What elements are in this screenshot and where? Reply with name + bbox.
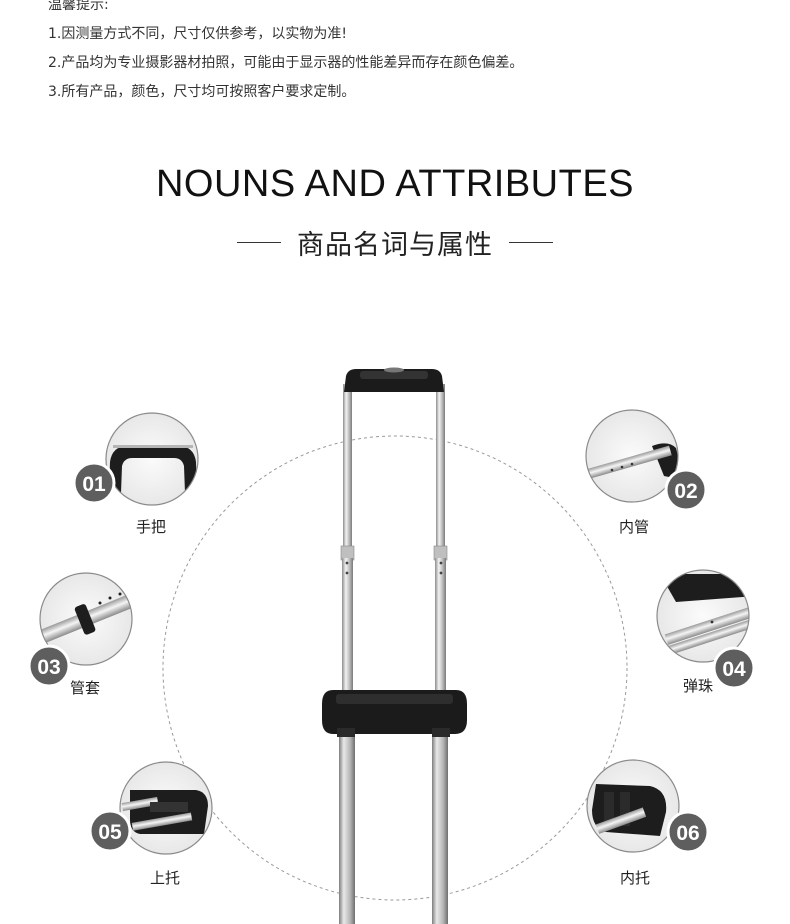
badge-04: 04 [712,646,756,690]
badge-number: 06 [676,822,699,845]
badge-03: 03 [27,644,71,688]
zoom-circle-02 [585,409,679,503]
inner-tube-right [436,384,445,554]
notice-block: 温馨提示: 1.因测量方式不同，尺寸仅供参考，以实物为准! 2.产品均为专业摄影… [48,0,523,107]
title-english: NOUNS AND ATTRIBUTES [155,163,635,205]
middle-tube-right [435,558,446,698]
badge-number: 05 [98,821,122,844]
trolley-handle-assembly [322,367,467,924]
callout-label-02: 内管 [619,518,650,536]
notice-item-3: 3.所有产品，颜色，尺寸均可按照客户要求定制。 [48,84,356,100]
title-chinese: 商品名词与属性 [297,229,493,261]
dashed-guide-circle [162,435,628,901]
badge-05: 05 [88,809,132,853]
callout-label-04: 弹珠 [683,677,714,695]
badge-02: 02 [664,468,708,512]
outer-tube-right [432,734,448,924]
notice-heading: 温馨提示: [48,0,109,13]
badge-number: 02 [674,480,697,503]
callout-label-03: 管套 [70,679,101,697]
badge-number: 03 [37,656,60,679]
top-handle-button [384,367,404,373]
middle-tube-left [342,558,353,698]
title-right-rule [509,241,553,243]
zoom-circle-05 [119,761,213,855]
badge-number: 04 [722,658,746,681]
badge-number: 01 [82,473,106,496]
zoom-circle-01 [105,412,199,506]
callout-label-06: 内托 [620,869,651,887]
top-handle-inset [360,371,428,379]
zoom-circle-04 [656,569,750,663]
zoom-circle-03 [39,572,133,666]
badge-06: 06 [666,810,710,854]
tube-collar-right [433,545,448,561]
title-left-rule [237,241,281,243]
tube-collar-left [340,545,355,561]
notice-item-1: 1.因测量方式不同，尺寸仅供参考，以实物为准! [48,26,347,42]
badge-01: 01 [72,461,116,505]
title-chinese-row: 商品名词与属性 [0,224,790,261]
notice-item-2: 2.产品均为专业摄影器材拍照，可能由于显示器的性能差异而存在颜色偏差。 [48,55,524,71]
outer-tube-left [339,734,355,924]
zoom-circle-06 [586,759,680,853]
callout-label-01: 手把 [136,518,167,536]
callout-label-05: 上托 [150,869,181,887]
inner-tube-left [343,384,352,554]
